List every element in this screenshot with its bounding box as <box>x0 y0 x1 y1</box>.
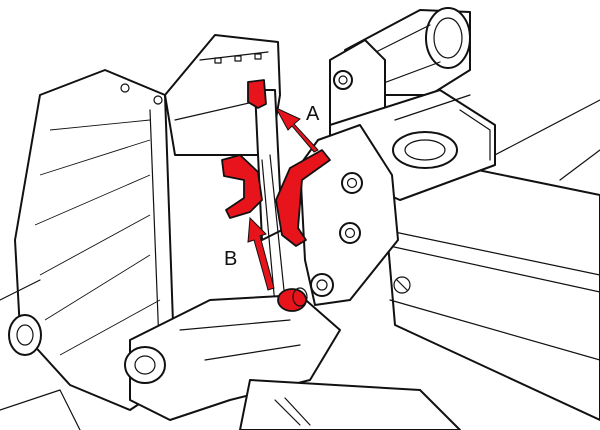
roller-assembly <box>299 7 600 421</box>
pin-part <box>277 288 307 312</box>
left-clamp-part <box>221 154 263 219</box>
callout-arrows <box>247 106 319 291</box>
upright-frame <box>14 34 286 411</box>
arrow-a <box>274 106 319 153</box>
upper-clip-part <box>247 79 267 109</box>
highlighted-parts <box>221 79 331 312</box>
arrow-b <box>247 216 275 291</box>
label-a: A <box>306 103 320 125</box>
label-b: B <box>224 248 237 270</box>
right-bracket-part <box>275 149 331 247</box>
base-linkage <box>0 279 461 430</box>
